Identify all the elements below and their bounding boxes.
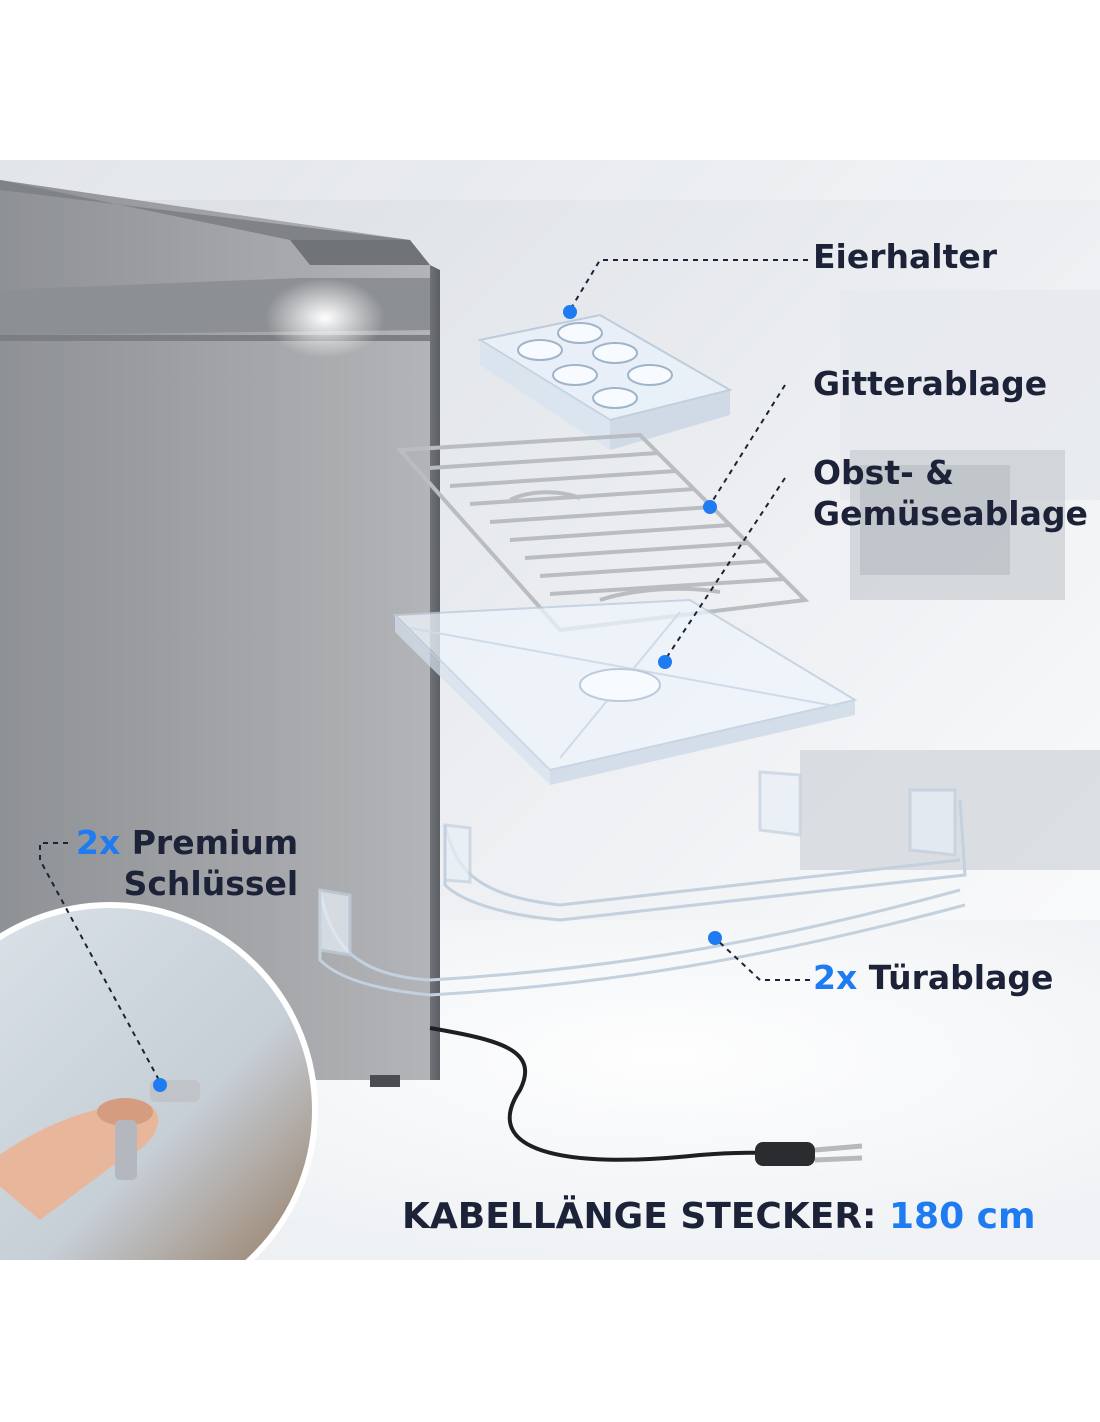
product-infographic: Eierhalter Gitterablage Obst- & Gemüseab… [0, 160, 1100, 1260]
label-keys-line2: Schlüssel [123, 864, 299, 904]
white-footer-space [0, 1260, 1100, 1422]
label-obst-gemuese: Obst- & Gemüseablage [813, 452, 1088, 535]
label-keys-line1: Premium [131, 823, 299, 862]
marker-eierhalter [563, 305, 577, 319]
callout-lines [39, 259, 810, 1083]
marker-tuerablage [708, 931, 722, 945]
label-tuerablage: 2x Türablage [813, 957, 1053, 998]
door-shelves-illustration [318, 770, 967, 997]
label-eierhalter-text: Eierhalter [813, 237, 998, 276]
label-cable-text: KABELLÄNGE STECKER: [402, 1196, 877, 1237]
marker-gitterablage [703, 500, 717, 514]
label-tuer-text: Türablage [868, 958, 1054, 997]
marker-keys [153, 1078, 167, 1092]
light-reflection [265, 278, 385, 358]
power-cable [429, 1026, 801, 1162]
label-gitterablage: Gitterablage [813, 363, 1047, 404]
label-eierhalter: Eierhalter [813, 236, 997, 277]
label-keys-count: 2x [76, 823, 121, 862]
scene-illustration [0, 160, 1100, 1260]
marker-obst [658, 655, 672, 669]
label-tuer-count: 2x [813, 958, 858, 997]
crisper-tray-illustration [392, 598, 858, 785]
label-obst-line2: Gemüseablage [813, 494, 1088, 534]
label-gitterablage-text: Gitterablage [813, 364, 1048, 403]
label-keys: 2x Premium Schlüssel [76, 822, 298, 905]
mini-fridge-body [0, 180, 430, 1080]
callout-markers [153, 305, 722, 1092]
wire-rack-illustration [395, 432, 810, 633]
label-cable-length: KABELLÄNGE STECKER: 180 cm [402, 1194, 1036, 1239]
label-obst-line1: Obst- & [813, 453, 955, 492]
label-cable-value: 180 cm [888, 1196, 1036, 1237]
power-plug [755, 1142, 815, 1166]
key-2 [115, 1120, 137, 1180]
egg-holder-illustration [477, 313, 733, 450]
